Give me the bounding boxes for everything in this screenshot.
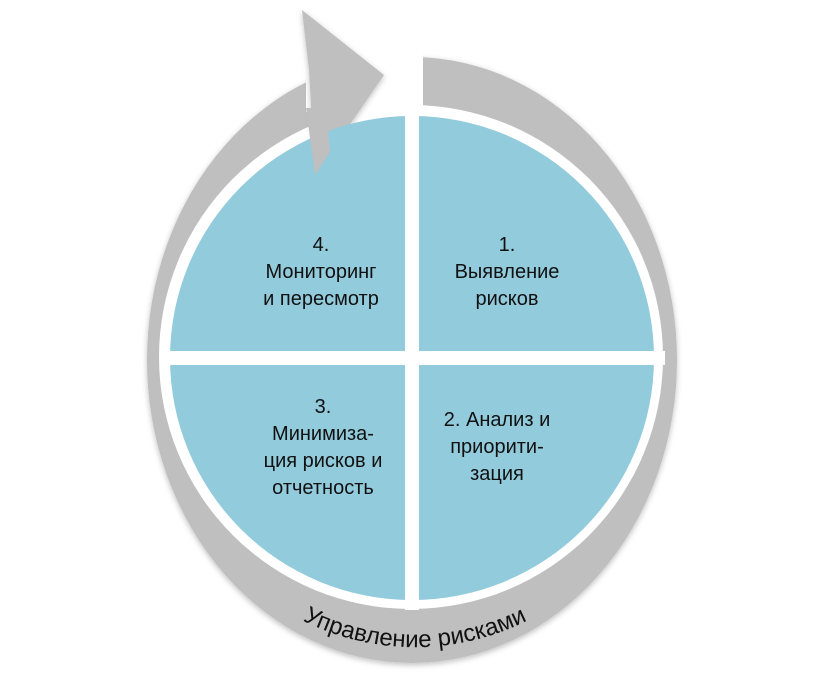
quadrant-3-line: ция рисков и xyxy=(263,450,383,472)
quadrant-3-line: отчетность xyxy=(272,477,374,499)
quadrant-1-line: Выявление xyxy=(454,261,560,283)
quadrant-2-line: 2. Анализ и xyxy=(443,409,551,431)
quadrants xyxy=(160,110,665,610)
quadrant-2-line: приорити- xyxy=(450,436,544,458)
quadrant-3-number: 3. xyxy=(314,396,332,418)
quadrant-4-line: и пересмотр xyxy=(263,288,379,310)
quadrant-2-line: зация xyxy=(470,463,524,485)
quadrant-1-line: рисков xyxy=(475,288,539,310)
arrowhead-tip xyxy=(306,108,330,175)
quadrant-1-identification: 1. Выявление рисков xyxy=(422,232,592,313)
quadrant-1-number: 1. xyxy=(498,234,516,256)
quadrant-4-monitoring: 4. Мониторинг и пересмотр xyxy=(236,232,406,313)
quadrant-3-minimization: 3. Минимиза- ция рисков и отчетность xyxy=(238,394,408,502)
quadrant-4-number: 4. xyxy=(312,234,330,256)
quadrant-2-analysis: 2. Анализ и приорити- зация xyxy=(412,407,582,488)
quadrant-3-line: Минимиза- xyxy=(272,423,374,445)
quadrant-4-line: Мониторинг xyxy=(265,261,377,283)
